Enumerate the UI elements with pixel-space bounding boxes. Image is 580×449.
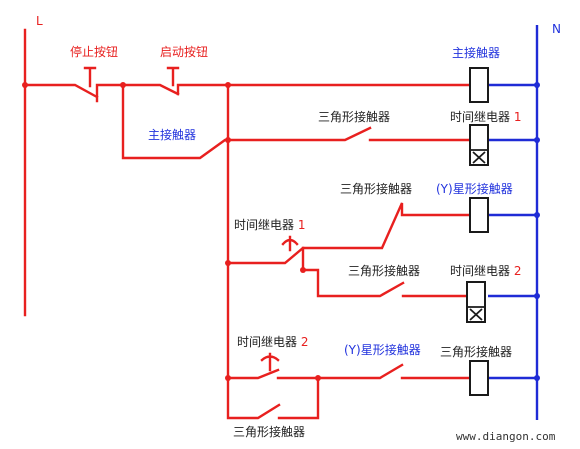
star-contact-label: (Y)星形接触器 [344,343,421,357]
delta-coil [469,360,489,396]
stop-button-label: 停止按钮 [70,45,119,59]
timer-contact-2-symbol [260,352,280,372]
timer-contact-1-symbol [281,235,299,252]
stop-button-symbol [83,66,97,88]
wire-rung2 [226,126,472,142]
main-coil-label: 主接触器 [452,46,501,60]
timer-coil-2-label: 时间继电器 2 [450,264,522,278]
star-coil-label: (Y)星形接触器 [436,182,513,196]
wire-rung1 [23,83,472,103]
delta-coil-label: 三角形接触器 [440,345,513,359]
timer-coil-1 [469,124,489,166]
rail-l-label: L [36,14,43,28]
wire-rung4 [301,246,472,298]
star-coil [469,197,489,233]
timer-contact-2-label: 时间继电器 2 [237,335,309,349]
start-button-label: 启动按钮 [160,45,209,59]
delta-contact-3-label: 三角形接触器 [348,264,421,278]
delta-contact-1-label: 三角形接触器 [318,110,391,124]
delta-contact-2-label: 三角形接触器 [340,182,413,196]
timer-coil-2 [466,281,486,323]
wire-hold [121,83,230,160]
main-hold-contact-label: 主接触器 [148,128,197,142]
delta-bottom-contact-label: 三角形接触器 [233,425,306,439]
main-coil [469,67,489,103]
watermark: www.diangon.com [456,430,556,443]
wire-rung3 [226,202,472,265]
wire-bottom [226,376,320,420]
rail-n-label: N [552,22,561,36]
start-button-symbol [166,66,180,87]
timer-contact-1-label: 时间继电器 1 [234,218,306,232]
timer-coil-1-label: 时间继电器 1 [450,110,522,124]
wire-lower-bus [226,261,472,380]
junctions [22,82,321,381]
